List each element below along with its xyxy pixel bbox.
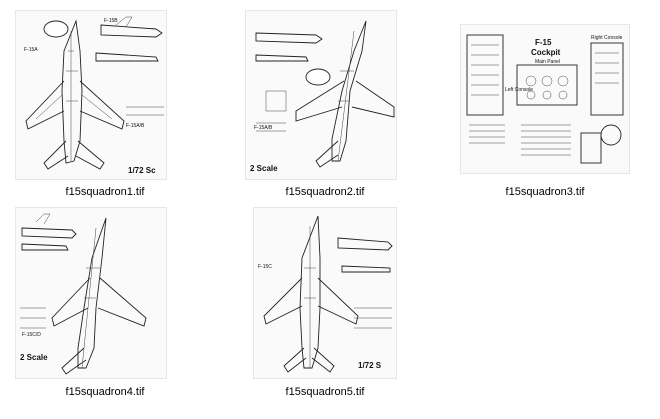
thumbnail-image[interactable]: F-15C/D 2 Scale	[15, 207, 167, 379]
thumbnail-4[interactable]: F-15C/D 2 Scale f15squadron4.tif	[15, 207, 195, 402]
thumbnail-image[interactable]: F-15C 1/72 S	[253, 207, 397, 379]
thumbnail-2[interactable]: F-15A/B 2 Scale f15squadron2.tif	[235, 10, 415, 205]
aircraft-drawing: F-15B F-15A F-15A/B 1/72 Sc	[24, 16, 164, 175]
aircraft-label: F-15C	[258, 264, 272, 270]
aircraft-label: F-15C/D	[22, 332, 41, 338]
cockpit-drawing: F-15 Cockpit Main Panel Left Console Rig…	[466, 34, 624, 164]
thumbnail-caption[interactable]: f15squadron2.tif	[285, 186, 365, 198]
cockpit-label: Main Panel	[535, 59, 560, 65]
aircraft-label: F-15A/B	[126, 123, 145, 129]
aircraft-drawing: F-15A/B 2 Scale	[250, 20, 395, 173]
aircraft-label: F-15A/B	[254, 125, 273, 131]
aircraft-label: F-15A	[24, 47, 38, 53]
thumbnail-caption[interactable]: f15squadron1.tif	[65, 186, 145, 198]
cockpit-title: F-15	[535, 38, 552, 47]
aircraft-drawing: F-15C 1/72 S	[258, 215, 393, 373]
thumbnail-1[interactable]: F-15B F-15A F-15A/B 1/72 Sc f15squadron1…	[15, 10, 195, 205]
thumbnail-image[interactable]: F-15A/B 2 Scale	[245, 10, 397, 180]
thumbnail-5[interactable]: F-15C 1/72 S f15squadron5.tif	[235, 207, 415, 402]
aircraft-drawing: F-15C/D 2 Scale	[20, 213, 147, 375]
thumbnail-caption[interactable]: f15squadron5.tif	[285, 386, 365, 398]
thumbnail-image[interactable]: F-15B F-15A F-15A/B 1/72 Sc	[15, 10, 167, 180]
scale-label: 2 Scale	[250, 164, 278, 173]
scale-label: 2 Scale	[20, 353, 48, 362]
cockpit-label: Right Console	[591, 35, 623, 41]
thumbnail-image[interactable]: F-15 Cockpit Main Panel Left Console Rig…	[460, 24, 630, 174]
scale-label: 1/72 Sc	[128, 166, 156, 175]
aircraft-label: F-15B	[104, 18, 118, 24]
cockpit-label: Left Console	[505, 87, 533, 93]
scale-label: 1/72 S	[358, 361, 382, 370]
thumbnail-caption[interactable]: f15squadron3.tif	[505, 186, 585, 198]
cockpit-title: Cockpit	[531, 48, 561, 57]
thumbnail-caption[interactable]: f15squadron4.tif	[65, 386, 145, 398]
thumbnail-3[interactable]: F-15 Cockpit Main Panel Left Console Rig…	[455, 10, 635, 205]
